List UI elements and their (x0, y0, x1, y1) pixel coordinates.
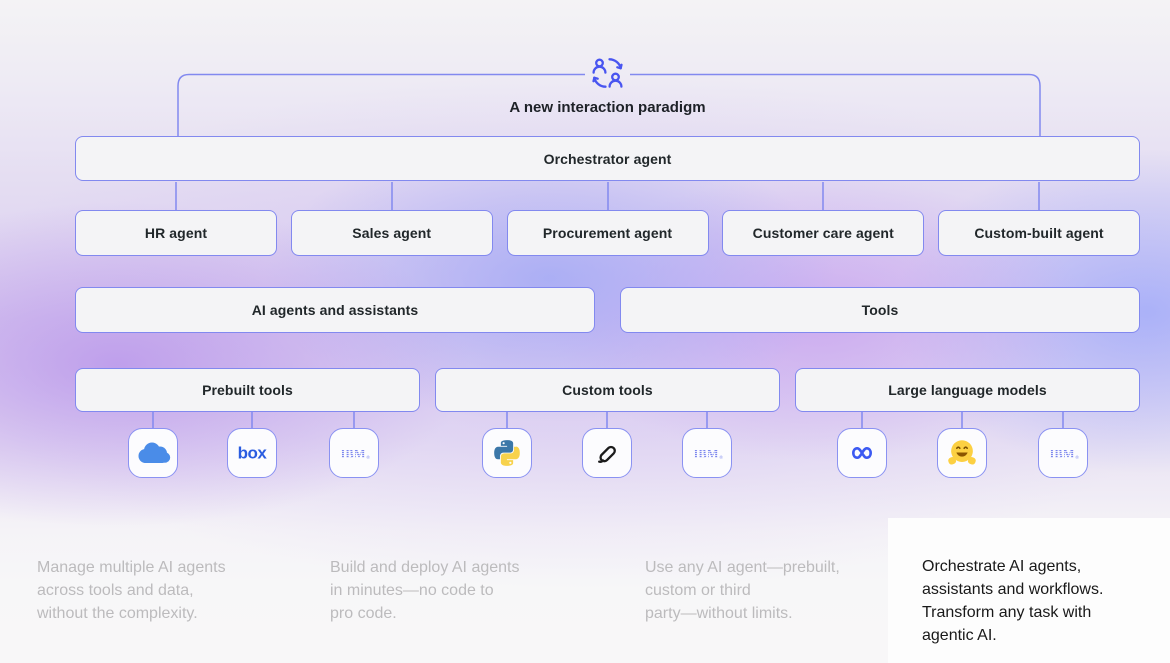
ibm-logo-tile: IBM ® (682, 428, 732, 478)
hugging-face-logo-tile (937, 428, 987, 478)
hr-agent-box: HR agent (75, 210, 277, 256)
salesforce-logo-tile (128, 428, 178, 478)
salesforce-icon (138, 442, 171, 463)
python-logo-tile (482, 428, 532, 478)
ibm-logo-tile: IBM ® (329, 428, 379, 478)
svg-text:®: ® (367, 454, 371, 460)
custom-tools-box: Custom tools (435, 368, 780, 412)
agents-row: HR agent Sales agent Procurement agent C… (75, 210, 1140, 256)
coil-icon (598, 445, 616, 463)
ibm-icon: IBM ® (694, 446, 724, 460)
hugging-face-icon (948, 440, 976, 465)
ibm-logo-tile: IBM ® (1038, 428, 1088, 478)
customer-care-agent-box: Customer care agent (722, 210, 925, 256)
ibm-icon: IBM ® (341, 446, 371, 460)
meta-logo-tile (837, 428, 887, 478)
footer-text-orchestrate: Orchestrate AI agents, assistants and wo… (922, 558, 1104, 644)
orchestrator-agent-box: Orchestrator agent (75, 136, 1140, 181)
footer-text-use: Use any AI agent—prebuilt, custom or thi… (645, 559, 840, 622)
people-interaction-icon (588, 54, 627, 92)
svg-text:box: box (238, 444, 268, 463)
footer-highlight-card: Orchestrate AI agents, assistants and wo… (888, 518, 1170, 663)
box-icon: box (238, 444, 268, 463)
diagram-heading: A new interaction paradigm (509, 99, 706, 116)
svg-text:IBM: IBM (341, 446, 366, 460)
ai-agents-assistants-box: AI agents and assistants (75, 287, 595, 333)
llm-box: Large language models (795, 368, 1140, 412)
footer-text-build: Build and deploy AI agents in minutes—no… (330, 559, 520, 622)
svg-text:IBM: IBM (694, 446, 719, 460)
meta-icon (852, 446, 872, 460)
svg-text:®: ® (1076, 454, 1080, 460)
svg-text:®: ® (720, 454, 724, 460)
python-icon (494, 440, 520, 466)
tools-box: Tools (620, 287, 1140, 333)
procurement-agent-box: Procurement agent (506, 210, 709, 256)
footer-text-manage: Manage multiple AI agents across tools a… (37, 559, 226, 622)
prebuilt-tools-box: Prebuilt tools (75, 368, 420, 412)
svg-text:IBM: IBM (1050, 446, 1075, 460)
custom-built-agent-box: Custom-built agent (938, 210, 1140, 256)
sales-agent-box: Sales agent (290, 210, 493, 256)
ibm-icon: IBM ® (1050, 446, 1080, 460)
box-logo-tile: box (227, 428, 277, 478)
coil-logo-tile (582, 428, 632, 478)
